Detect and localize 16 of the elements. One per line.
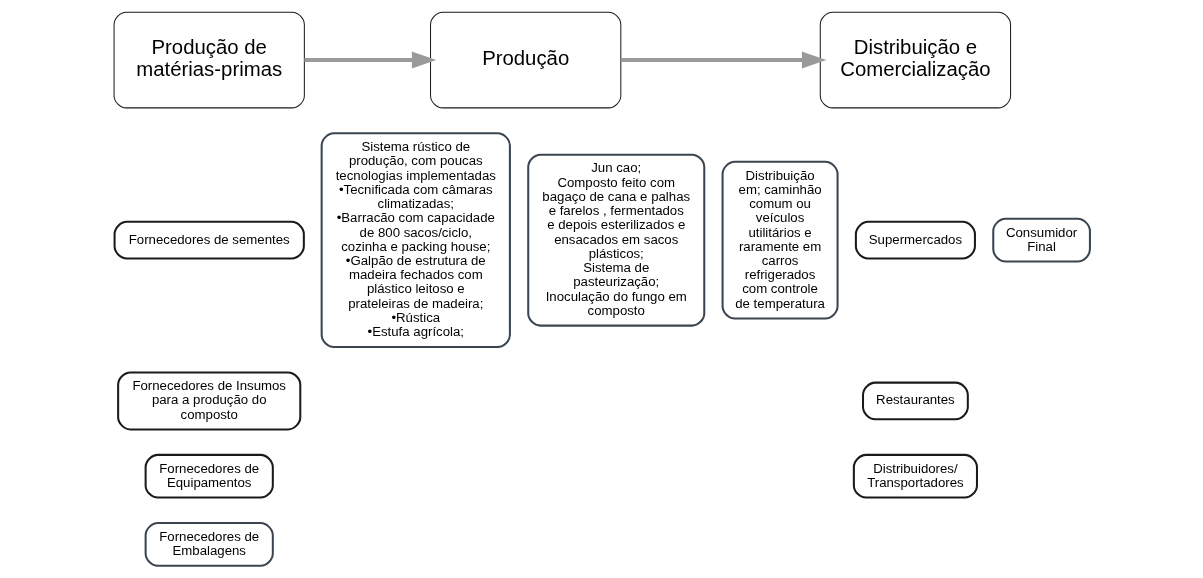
node-box: Restaurantes [861, 381, 969, 421]
node-box: Fornecedores de Equipamentos [144, 453, 274, 499]
node-box: Fornecedores de Insumos para a produção do composto [116, 371, 301, 431]
node-box: Fornecedores de Embalagens [144, 522, 274, 567]
node-box: Distribuidores/ Transportadores [852, 453, 978, 499]
node-box: Distribuição em; caminhão comum ou veículos utilitários e raramente em carros refrigerados com controle de temperatura [721, 160, 839, 320]
node-box: Produção [429, 11, 621, 109]
node-box: Produção de matérias-primas [113, 11, 305, 109]
node-box: Distribuição e Comercialização [819, 11, 1011, 109]
node-box: Sistema rústico de produção, com poucas tecnologias implementadas •Tecnificada com câmaras climatizadas; •Barracão com capacidade de 800 sacos/ciclo, cozinha e packing house; •Galpão de estrutura de madeira fechados com plástico leitoso e prateleiras de madeira; •Rústica •Estufa agrícola; [320, 132, 511, 348]
arrow [303, 51, 436, 69]
arrow [620, 51, 826, 69]
node-box: Supermercados [854, 220, 976, 260]
node-box: Consumidor Final [991, 217, 1091, 263]
node-box: Fornecedores de sementes [113, 220, 305, 260]
node-box: Jun cao; Composto feito com bagaço de cana e palhas e farelos , fermentados e depois esterilizados e ensacados em sacos plásticos; Sistema de pasteurização; Inoculação do fungo em composto [526, 153, 705, 327]
